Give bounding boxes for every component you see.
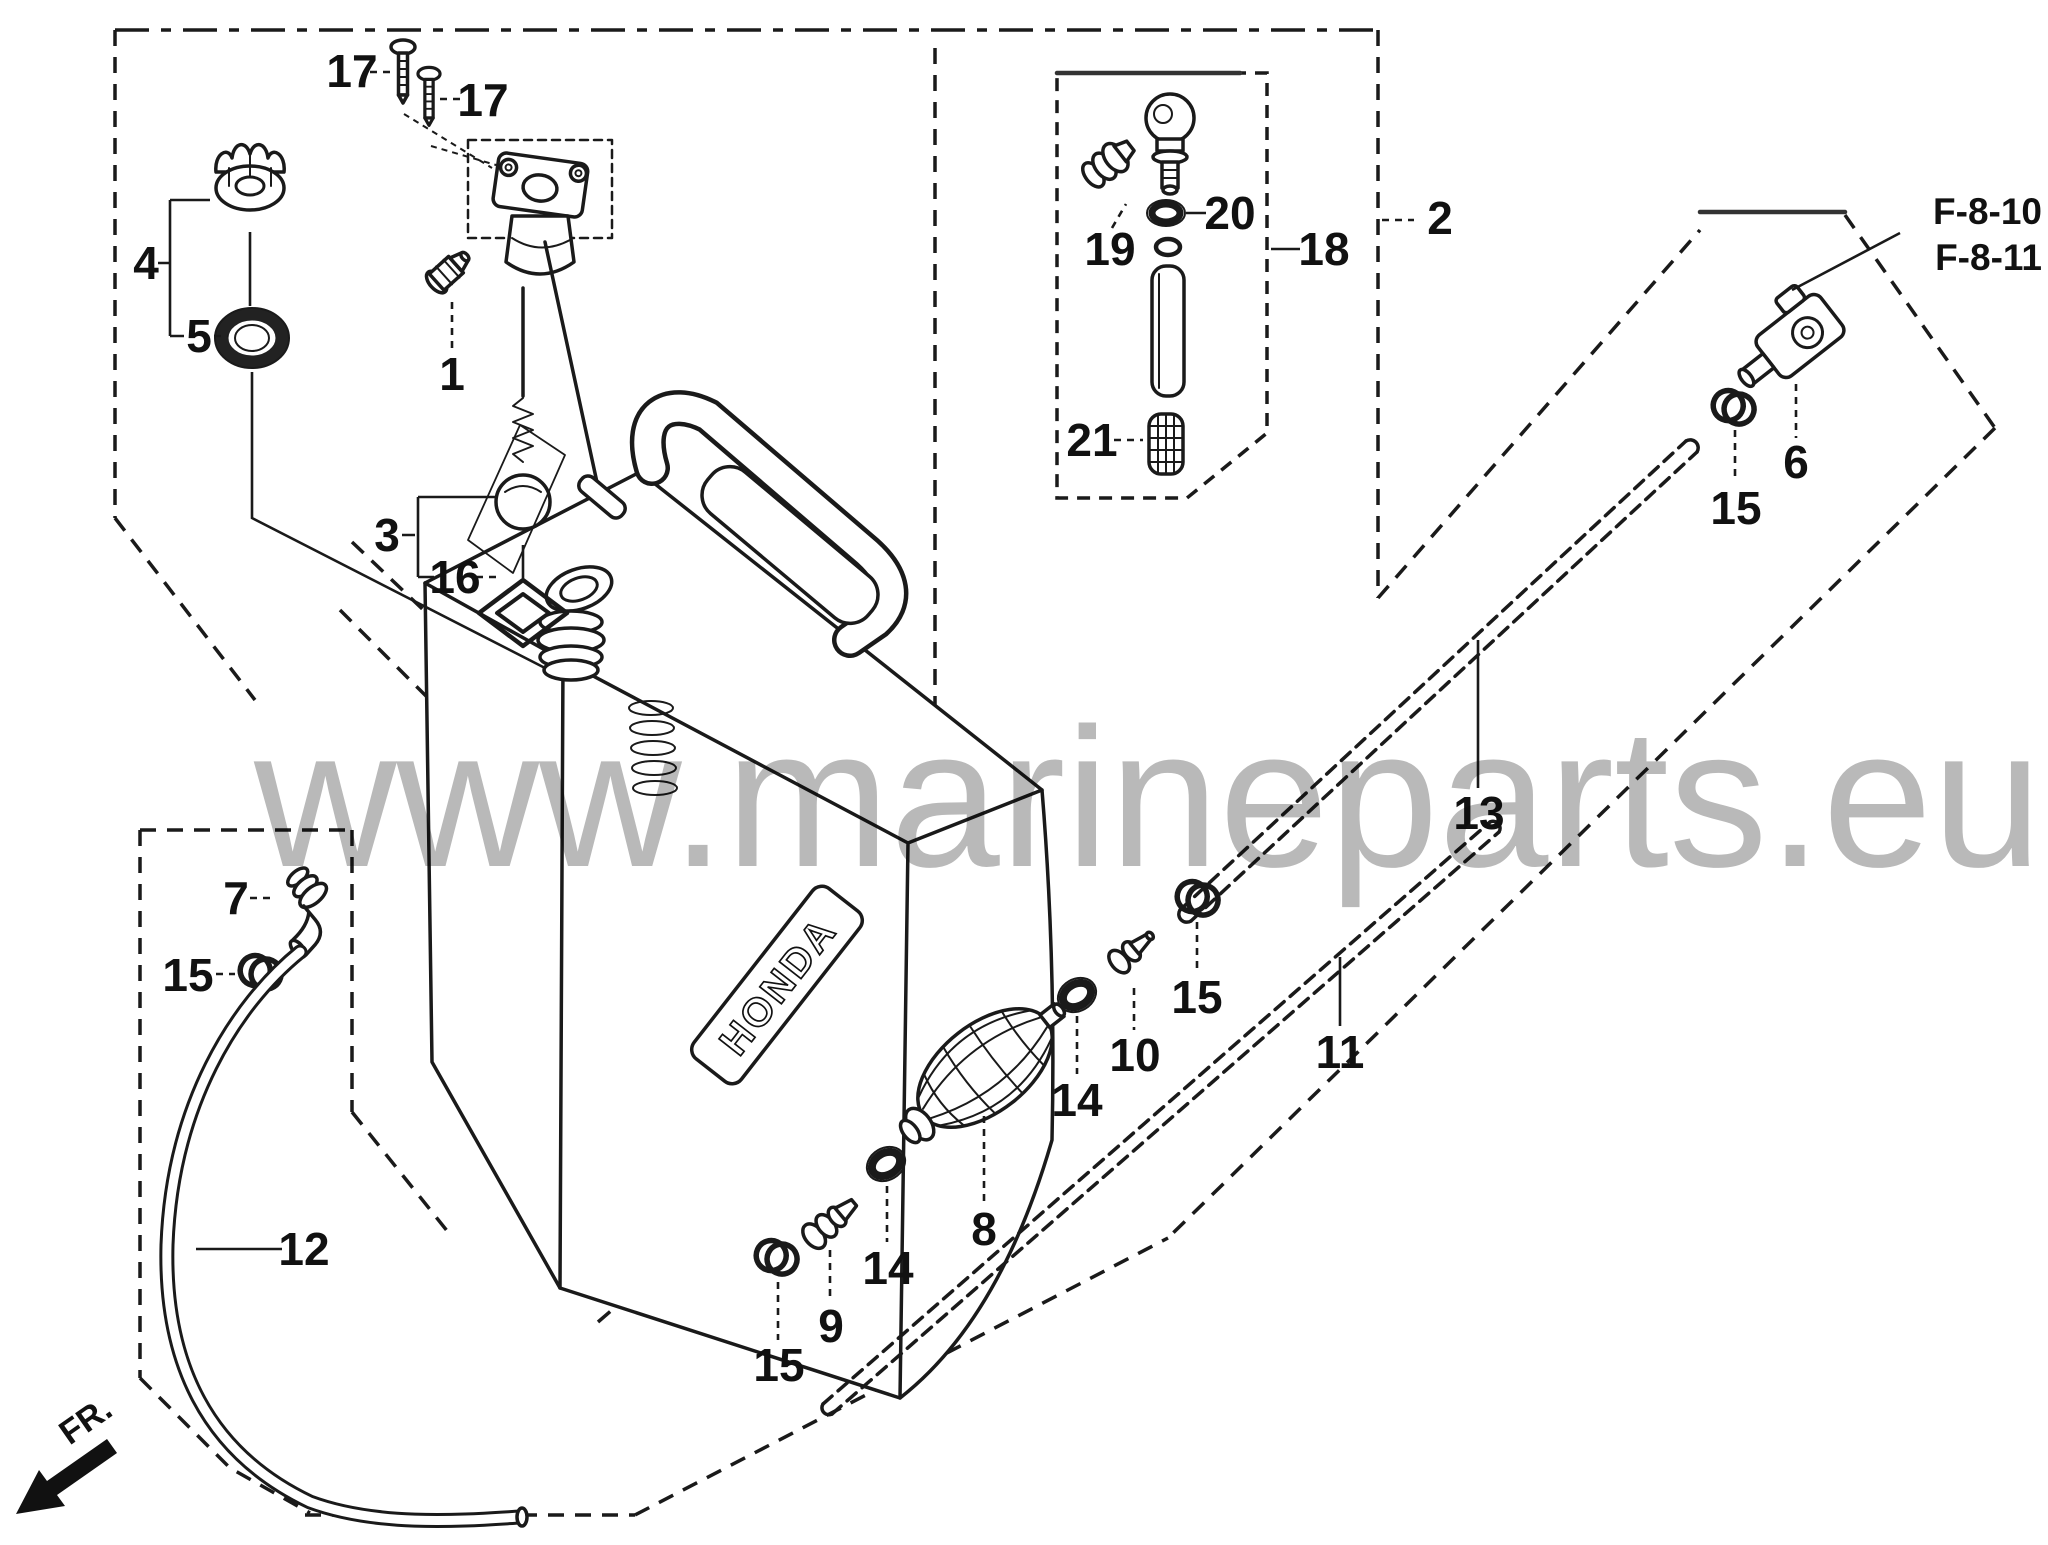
fr-arrow-icon xyxy=(16,1439,117,1514)
fuel-connector-6 xyxy=(1737,283,1846,389)
screw-17a xyxy=(389,38,417,105)
elbow-joint-7 xyxy=(285,866,329,959)
part-label-9-21: 9 xyxy=(818,1300,844,1352)
part-label-20-9: 20 xyxy=(1204,187,1255,239)
pageref-leader xyxy=(1791,231,1901,292)
hose-ring-14a xyxy=(865,1145,907,1183)
part-label-8-19: 8 xyxy=(971,1203,997,1255)
fuel-filter-21 xyxy=(1147,412,1185,476)
part-label-7-23: 7 xyxy=(223,872,249,924)
part-label-17-0: 17 xyxy=(326,45,377,97)
part-label-14-20: 14 xyxy=(862,1242,914,1294)
joint-screw-1 xyxy=(424,250,471,295)
outlet-elbow xyxy=(1144,92,1196,196)
tank-handle xyxy=(629,390,909,658)
part-label-15-16: 15 xyxy=(1171,971,1222,1023)
leader-lines xyxy=(158,70,1798,1340)
tube-joint-10 xyxy=(1107,930,1156,975)
part-label-4-2: 4 xyxy=(133,237,159,289)
cap-seal-ring xyxy=(214,307,290,369)
part-label-15-13: 15 xyxy=(1710,482,1761,534)
page-ref-2: F-8-11 xyxy=(1935,237,2042,278)
hose-ring-14b xyxy=(1056,976,1098,1014)
fuel-cap xyxy=(214,143,286,212)
part-label-18-10: 18 xyxy=(1298,223,1349,275)
part-label-12-25: 12 xyxy=(278,1223,329,1275)
fuel-meter-assembly xyxy=(467,151,627,574)
part-label-10-17: 10 xyxy=(1109,1029,1160,1081)
part-label-6-12: 6 xyxy=(1783,436,1809,488)
part-label-2-7: 2 xyxy=(1427,192,1453,244)
part-label-1-4: 1 xyxy=(439,348,465,400)
tube-joint-9 xyxy=(801,1197,859,1251)
fr-direction: FR. xyxy=(16,1390,119,1514)
part-label-5-3: 5 xyxy=(186,310,212,362)
part-label-3-5: 3 xyxy=(374,509,400,561)
tube-joint-19 xyxy=(1080,139,1136,189)
pickup-spring xyxy=(628,700,678,796)
part-label-17-1: 17 xyxy=(457,74,508,126)
part-label-13-14: 13 xyxy=(1453,787,1504,839)
filler-neck xyxy=(536,609,606,682)
tank-body xyxy=(423,470,1055,1400)
seat-ring xyxy=(1153,236,1183,258)
watermark: www.marineparts.eu xyxy=(253,687,2042,908)
fuel-hose-12 xyxy=(159,944,529,1529)
hose-clip-15b xyxy=(1709,383,1758,431)
part-label-21-11: 21 xyxy=(1066,414,1117,466)
part-label-15-24: 15 xyxy=(162,949,213,1001)
fuel-tube-13 xyxy=(1177,438,1700,924)
part-label-16-6: 16 xyxy=(429,551,480,603)
part-label-11-15: 11 xyxy=(1316,1026,1365,1078)
meter-float xyxy=(494,473,552,531)
part-label-19-8: 19 xyxy=(1084,223,1135,275)
screw-17b xyxy=(416,65,442,127)
fuel-hose-11 xyxy=(820,819,1502,1417)
page-ref-1: F-8-10 xyxy=(1933,191,2042,232)
primer-bulb-8 xyxy=(898,1002,1067,1145)
suction-tube xyxy=(1150,264,1186,398)
part-label-14-18: 14 xyxy=(1051,1074,1103,1126)
seal-ring-20 xyxy=(1146,199,1186,227)
part-label-15-22: 15 xyxy=(753,1339,804,1391)
meter-gasket-16 xyxy=(476,577,570,649)
